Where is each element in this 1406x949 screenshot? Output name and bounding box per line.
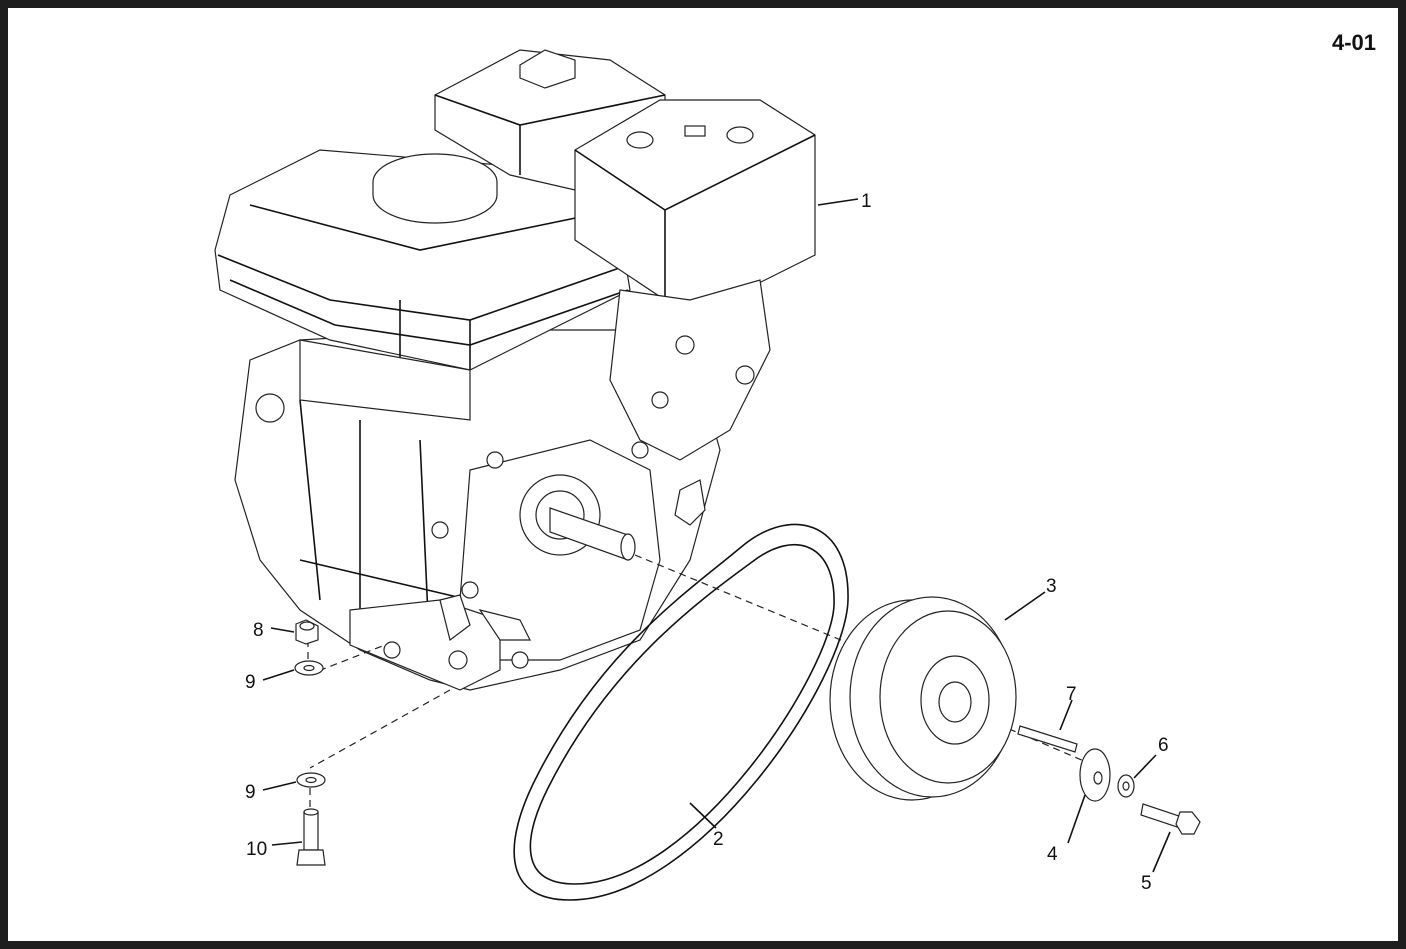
mount-washer-top xyxy=(294,660,324,676)
callout-7: 7 xyxy=(1066,684,1077,705)
callout-2: 2 xyxy=(713,829,724,850)
page-number: 4-01 xyxy=(1331,30,1376,55)
callout-8: 8 xyxy=(253,620,264,641)
callout-10: 10 xyxy=(246,839,267,860)
callout-1: 1 xyxy=(861,191,872,212)
callout-9-bottom: 9 xyxy=(245,782,256,803)
callout-3: 3 xyxy=(1046,576,1057,597)
callout-5: 5 xyxy=(1141,873,1152,894)
callout-6: 6 xyxy=(1158,735,1169,756)
v-belt xyxy=(513,523,849,901)
pulley-washer xyxy=(1079,748,1111,802)
alignment-line-bolt xyxy=(309,689,451,769)
callout-leaders xyxy=(262,198,1171,873)
pulley-bolt xyxy=(1140,803,1201,835)
lock-washer xyxy=(1117,774,1135,798)
mount-nut xyxy=(295,619,319,645)
engine-assembly xyxy=(214,49,816,691)
mount-washer-bottom xyxy=(296,772,326,788)
alignment-line-shaft xyxy=(634,554,866,651)
callout-4: 4 xyxy=(1047,844,1058,865)
pulley xyxy=(829,596,1017,801)
key xyxy=(1017,725,1078,753)
mount-bolt xyxy=(296,808,326,866)
callout-9-top: 9 xyxy=(245,672,256,693)
